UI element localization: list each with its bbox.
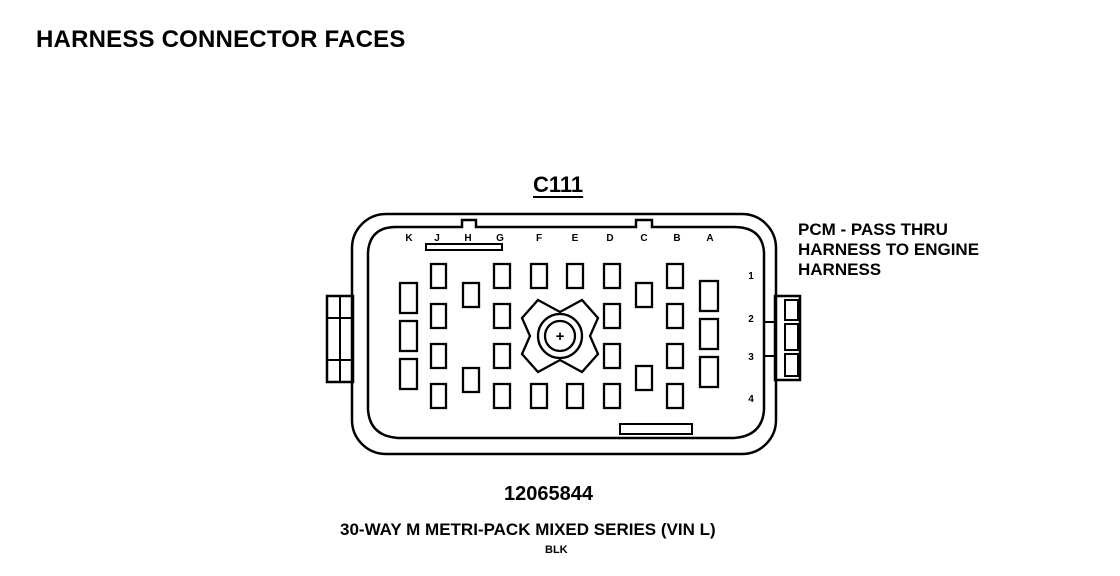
terminal-cavity [429, 302, 448, 330]
keyway-top [425, 243, 503, 251]
row-label: 2 [748, 314, 754, 325]
part-number-text: 12065844 [504, 483, 593, 505]
terminal-cavity [529, 382, 549, 410]
right-lock-tab [764, 294, 802, 382]
description-line: HARNESS [798, 260, 882, 279]
column-label: C [640, 233, 647, 244]
column-label: H [464, 233, 471, 244]
terminal-cavity [565, 382, 585, 410]
column-label: B [673, 233, 680, 244]
terminal-cavity [398, 281, 419, 315]
column-label: A [706, 233, 713, 244]
terminal-cavity [698, 355, 720, 389]
left-lock-tab [325, 294, 355, 384]
terminal-cavity [461, 366, 481, 394]
connector-series: 30-WAY M METRI-PACK MIXED SERIES (VIN L) [340, 520, 716, 539]
terminal-cavity [634, 281, 654, 309]
terminal-cavity [492, 302, 512, 330]
page-title: HARNESS CONNECTOR FACES [36, 26, 406, 53]
connector-color: BLK [545, 544, 568, 556]
connector-id: C111 [533, 172, 584, 197]
terminal-cavity [492, 382, 512, 410]
latch-bottom [619, 423, 693, 435]
terminal-cavity [398, 319, 419, 353]
column-label: E [572, 233, 579, 244]
description-line: HARNESS TO ENGINE [798, 240, 980, 259]
column-label: F [536, 233, 542, 244]
housing-inner [366, 218, 766, 440]
row-label: 1 [748, 271, 754, 282]
terminal-cavity [492, 262, 512, 290]
terminal-cavity [698, 279, 720, 313]
row-label: 4 [748, 394, 754, 405]
terminal-cavity [492, 342, 512, 370]
terminal-cavity [665, 262, 685, 290]
terminal-cavity [602, 262, 622, 290]
center-mark: + [556, 328, 565, 345]
terminal-cavity [665, 342, 685, 370]
terminal-cavity [565, 262, 585, 290]
terminal-cavity [602, 302, 622, 330]
terminal-cavity [602, 382, 622, 410]
terminal-cavity [634, 364, 654, 392]
terminal-cavity [529, 262, 549, 290]
terminal-cavity [698, 317, 720, 351]
connector-description: PCM - PASS THRU HARNESS TO ENGINE HARNES… [798, 220, 979, 280]
column-label: K [405, 233, 413, 244]
terminal-cavity [429, 382, 448, 410]
description-line: PCM - PASS THRU [798, 220, 948, 239]
column-label: J [434, 233, 440, 244]
terminal-cavity [398, 357, 419, 391]
terminal-cavity [429, 342, 448, 370]
terminal-cavity [602, 342, 622, 370]
column-label: G [496, 233, 504, 244]
terminal-cavity [665, 302, 685, 330]
row-label: 3 [748, 352, 754, 363]
terminal-cavity [461, 281, 481, 309]
column-label: D [606, 233, 613, 244]
terminal-cavity [429, 262, 448, 290]
terminal-cavity [665, 382, 685, 410]
center-bolt [520, 298, 600, 374]
